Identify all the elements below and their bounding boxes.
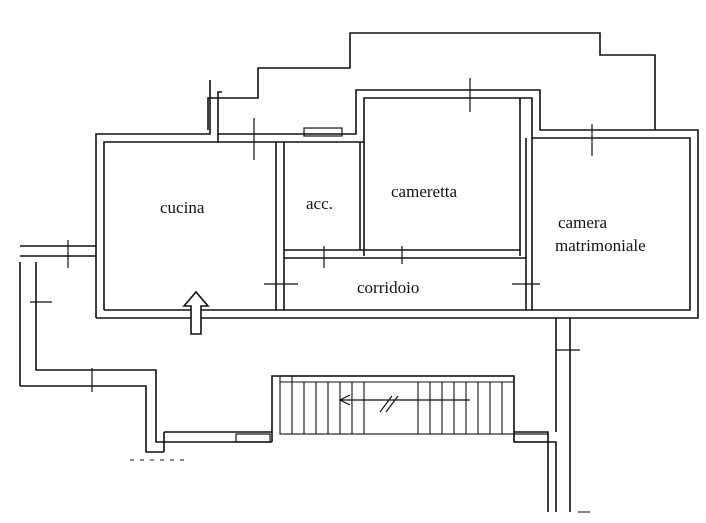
interior-walls [275, 98, 533, 310]
up-arrow-icon [182, 290, 210, 335]
service-area-outline [19, 245, 571, 512]
terrace-outline [207, 32, 656, 130]
room-label-corridoio: corridoio [357, 278, 419, 297]
door-marks [30, 78, 593, 392]
room-label-acc: acc. [306, 194, 333, 213]
staircase [279, 375, 515, 435]
outer-wall [95, 80, 699, 319]
room-label-camera: camera [558, 213, 608, 232]
room-label-cucina: cucina [160, 198, 205, 217]
room-label-matrimoniale: matrimoniale [555, 236, 646, 255]
room-label-cameretta: cameretta [391, 182, 458, 201]
stair-arrow-icon [338, 394, 470, 413]
ground-marks [130, 459, 590, 513]
